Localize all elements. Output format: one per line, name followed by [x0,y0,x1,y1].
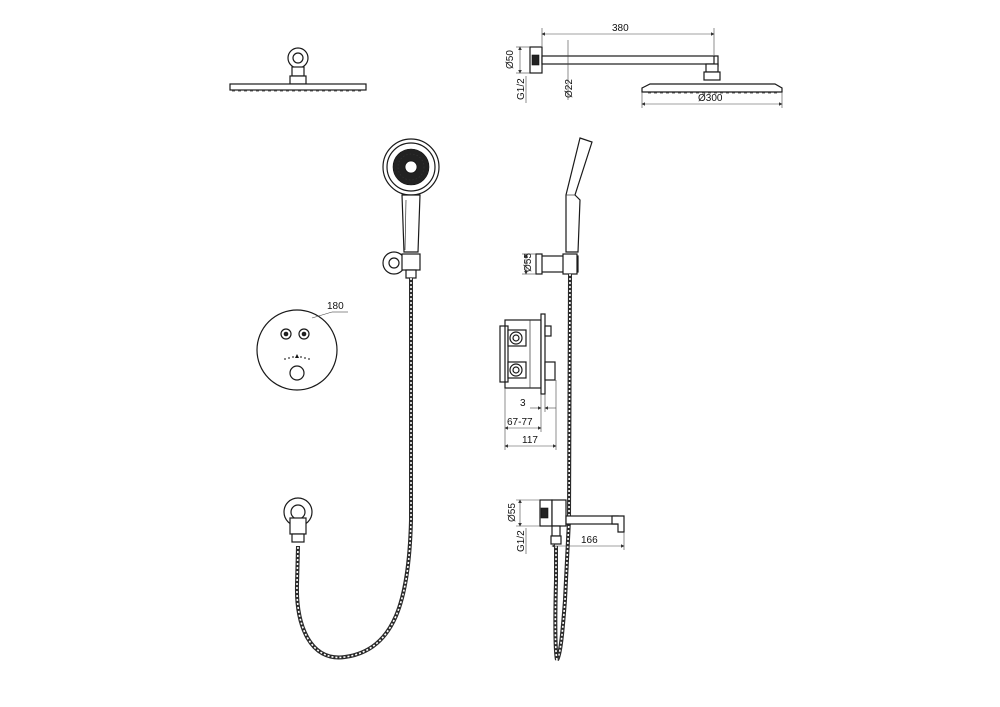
dim-label-g12-bottom: G1/2 [516,530,527,552]
dim-valve-box: 3 67-77 117 [504,380,557,450]
wall-outlet-front-view [283,497,313,543]
dim-arm-length: 380 [541,23,715,55]
dim-spout: Ø55 G1/2 166 [507,499,625,554]
dim-label-3: 3 [520,398,526,409]
dim-label-380: 380 [612,23,629,34]
dim-label-g12-top: G1/2 [516,78,527,100]
hose-side [553,273,572,662]
dim-label-d50: Ø50 [505,50,516,69]
dim-label-180: 180 [327,301,344,312]
dim-label-d55-spout: Ø55 [507,503,518,522]
shower-head-front-view [229,47,367,92]
spout-side-view [539,499,625,545]
dim-label-d300: Ø300 [698,93,723,104]
hand-shower-side-view [535,137,593,275]
dim-label-117: 117 [522,435,538,446]
dim-label-67-77: 67-77 [507,417,533,428]
dim-label-d22: Ø22 [564,79,575,98]
dim-label-166: 166 [581,535,598,546]
valve-box-side-view [499,313,556,395]
dim-shower-head: Ø300 [641,92,783,108]
valve-front-view [256,309,338,391]
dim-wall-flange-top: Ø50 G1/2 [505,46,530,103]
hose-front [294,278,413,660]
hand-shower-front-view [382,138,440,279]
dim-label-d55-holder: Ø55 [523,253,534,272]
dim-arm-pipe: Ø22 [564,40,575,100]
dim-valve-plate: 180 [311,301,348,319]
dim-holder: Ø55 [522,253,536,275]
